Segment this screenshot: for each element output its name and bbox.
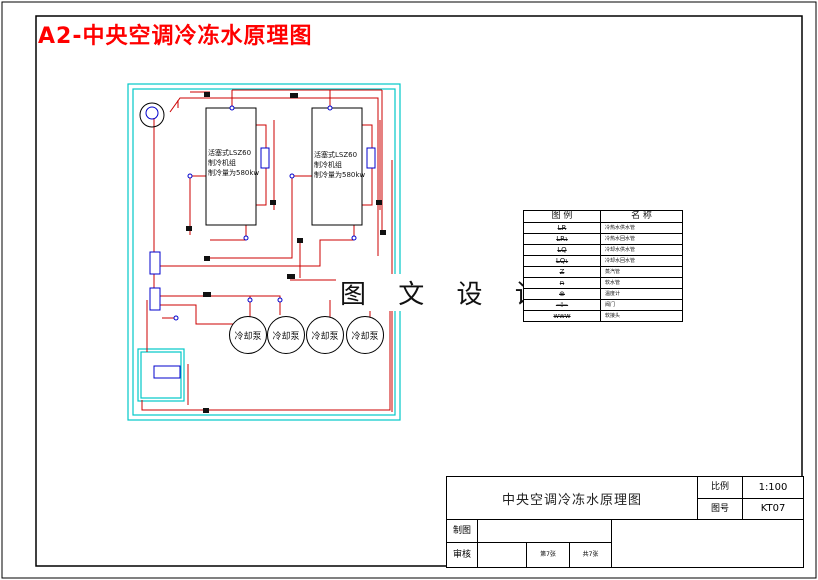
legend-row-name: 冷热水供水管 — [605, 225, 636, 231]
drawn-label-cell: 制图 — [447, 520, 478, 543]
legend-row: n 软水管 — [524, 278, 682, 289]
chiller-2-label: 活塞式LSZ60 制冷机组 制冷量为580kw — [314, 150, 365, 180]
valve-markers — [186, 92, 386, 413]
scale-label-cell: 比例 — [698, 477, 743, 499]
sheet-cell: 第7张 — [527, 543, 570, 567]
scale-value-cell: 1:100 — [743, 477, 803, 499]
number-label-cell: 图号 — [698, 499, 743, 520]
legend-row-name: 冷却水回水管 — [605, 258, 636, 264]
chiller-side-components — [149, 147, 376, 379]
chiller-1-line2: 制冷机组 — [208, 159, 236, 167]
chiller-2-line3: 制冷量为580kw — [314, 171, 366, 179]
chiller-1-line3: 制冷量为580kw — [208, 169, 260, 177]
legend-header-name: 名 称 — [631, 211, 652, 221]
checked-label-cell: 审核 — [447, 543, 478, 567]
chiller-1-label: 活塞式LSZ60 制冷机组 制冷量为580kw — [208, 148, 259, 178]
legend-row-name: 软接头 — [605, 313, 621, 319]
legend-header: 图 例 名 称 — [524, 211, 682, 223]
legend-row-name: 冷却水供水管 — [605, 247, 636, 253]
pump-1-label: 冷却泵 — [234, 331, 262, 342]
number-value: KT07 — [760, 503, 786, 514]
legend-row-name: 软水管 — [605, 280, 621, 286]
title-block-drawing-name: 中央空调冷冻水原理图 — [501, 492, 642, 508]
scale-value: 1:100 — [758, 482, 788, 493]
pump-1: 冷却泵 — [229, 316, 267, 354]
legend-row-name: 冷热水回水管 — [605, 236, 636, 242]
pump-4: 冷却泵 — [346, 316, 384, 354]
pump-3-label: 冷却泵 — [311, 331, 339, 342]
checked-label: 审核 — [452, 550, 471, 560]
title-block-name-cell: 中央空调冷冻水原理图 — [447, 477, 698, 520]
pump-2-label: 冷却泵 — [272, 331, 300, 342]
legend-row-name: 蒸汽管 — [605, 269, 621, 275]
legend-row-symbol: www — [524, 311, 601, 321]
legend-row: LQ 冷却水供水管 — [524, 245, 682, 256]
legend-row-symbol: LQ — [524, 245, 601, 255]
legend-row: ⊕ 温度计 — [524, 289, 682, 300]
legend-row: www 软接头 — [524, 311, 682, 321]
chiller-1-line1: 活塞式LSZ60 — [208, 149, 252, 157]
legend-header-symbol: 图 例 — [524, 211, 601, 222]
room-outline — [127, 83, 401, 421]
chiller-unit-1 — [205, 107, 257, 226]
connection-points — [173, 105, 357, 321]
number-label: 图号 — [710, 504, 729, 514]
scale-label: 比例 — [710, 482, 729, 492]
legend-row-symbol: n — [524, 278, 601, 288]
legend-row: Z 蒸汽管 — [524, 267, 682, 278]
drawn-value-cell — [478, 520, 612, 543]
drawn-label: 制图 — [452, 526, 471, 536]
legend-row: LR 冷热水供水管 — [524, 223, 682, 234]
chiller-2-line2: 制冷机组 — [314, 161, 342, 169]
legend-row-name: 温度计 — [605, 291, 621, 297]
legend-row-symbol: Z — [524, 267, 601, 277]
legend-row-symbol: LR — [524, 223, 601, 233]
expansion-tank — [139, 102, 165, 128]
legend-row-symbol: LR₁ — [524, 234, 601, 244]
legend-table: 图 例 名 称 LR 冷热水供水管 LR₁ 冷热水回水管 LQ 冷却水供水管 LQ₁ 冷却水回… — [523, 210, 683, 322]
legend-row-symbol: ⊕ — [524, 289, 601, 299]
legend-row-symbol: LQ₁ — [524, 256, 601, 266]
pump-2: 冷却泵 — [267, 316, 305, 354]
legend-row-name: 阀门 — [605, 302, 616, 308]
number-value-cell: KT07 — [743, 499, 803, 520]
title-block: 中央空调冷冻水原理图 比例 1:100 图号 KT07 制图 审核 第7张 共7… — [446, 476, 804, 568]
legend-row: ⊣⊢ 阀门 — [524, 300, 682, 311]
legend-row-symbol: ⊣⊢ — [524, 300, 601, 310]
total-label: 共7张 — [582, 551, 599, 558]
inner-frame — [35, 15, 803, 567]
pump-3: 冷却泵 — [306, 316, 344, 354]
pump-4-label: 冷却泵 — [351, 331, 379, 342]
sheet-label: 第7张 — [540, 551, 556, 558]
total-cell: 共7张 — [570, 543, 612, 567]
watermark-text: 图 文 设 计 — [336, 274, 557, 311]
chiller-2-line1: 活塞式LSZ60 — [314, 151, 358, 159]
chiller-unit-2 — [311, 107, 363, 226]
drawing-title: A2-中央空调冷冻水原理图 — [38, 24, 313, 49]
legend-row: LQ₁ 冷却水回水管 — [524, 256, 682, 267]
legend-row: LR₁ 冷热水回水管 — [524, 234, 682, 245]
checked-value-cell — [478, 543, 527, 567]
